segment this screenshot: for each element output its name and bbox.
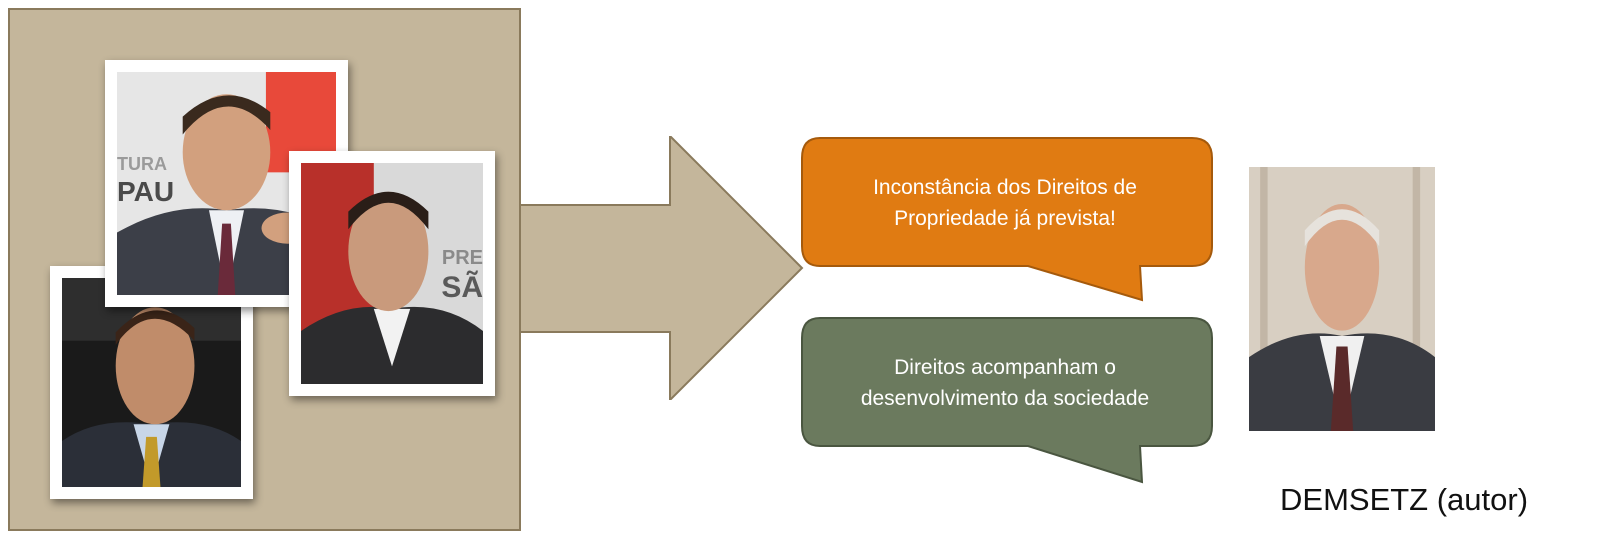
portrait-image: [301, 163, 483, 384]
author-photo: [1249, 167, 1435, 431]
backdrop-text-top: PRE: [441, 247, 483, 269]
orange-speech-bubble: [801, 137, 1213, 302]
portrait-image: [1249, 167, 1435, 431]
backdrop-text-bottom: SÃ: [441, 271, 483, 304]
green-bubble-text: Direitos acompanham o desenvolvimento da…: [860, 356, 1150, 410]
speech-bubbles: [801, 137, 1213, 484]
big-arrow: [520, 136, 804, 400]
backdrop-text-bottom: PAU: [117, 176, 175, 207]
politician-photo-right: PRE SÃ: [289, 151, 495, 396]
backdrop-text-top: TURA: [117, 154, 167, 174]
politicians-panel: TURA PAU PRE SÃ: [8, 8, 521, 531]
portrait-image: [62, 278, 241, 487]
green-speech-bubble: [801, 317, 1213, 484]
orange-bubble-text: Inconstância dos Direitos de Propriedade…: [873, 176, 1137, 230]
author-caption: DEMSETZ (autor): [1280, 482, 1529, 517]
